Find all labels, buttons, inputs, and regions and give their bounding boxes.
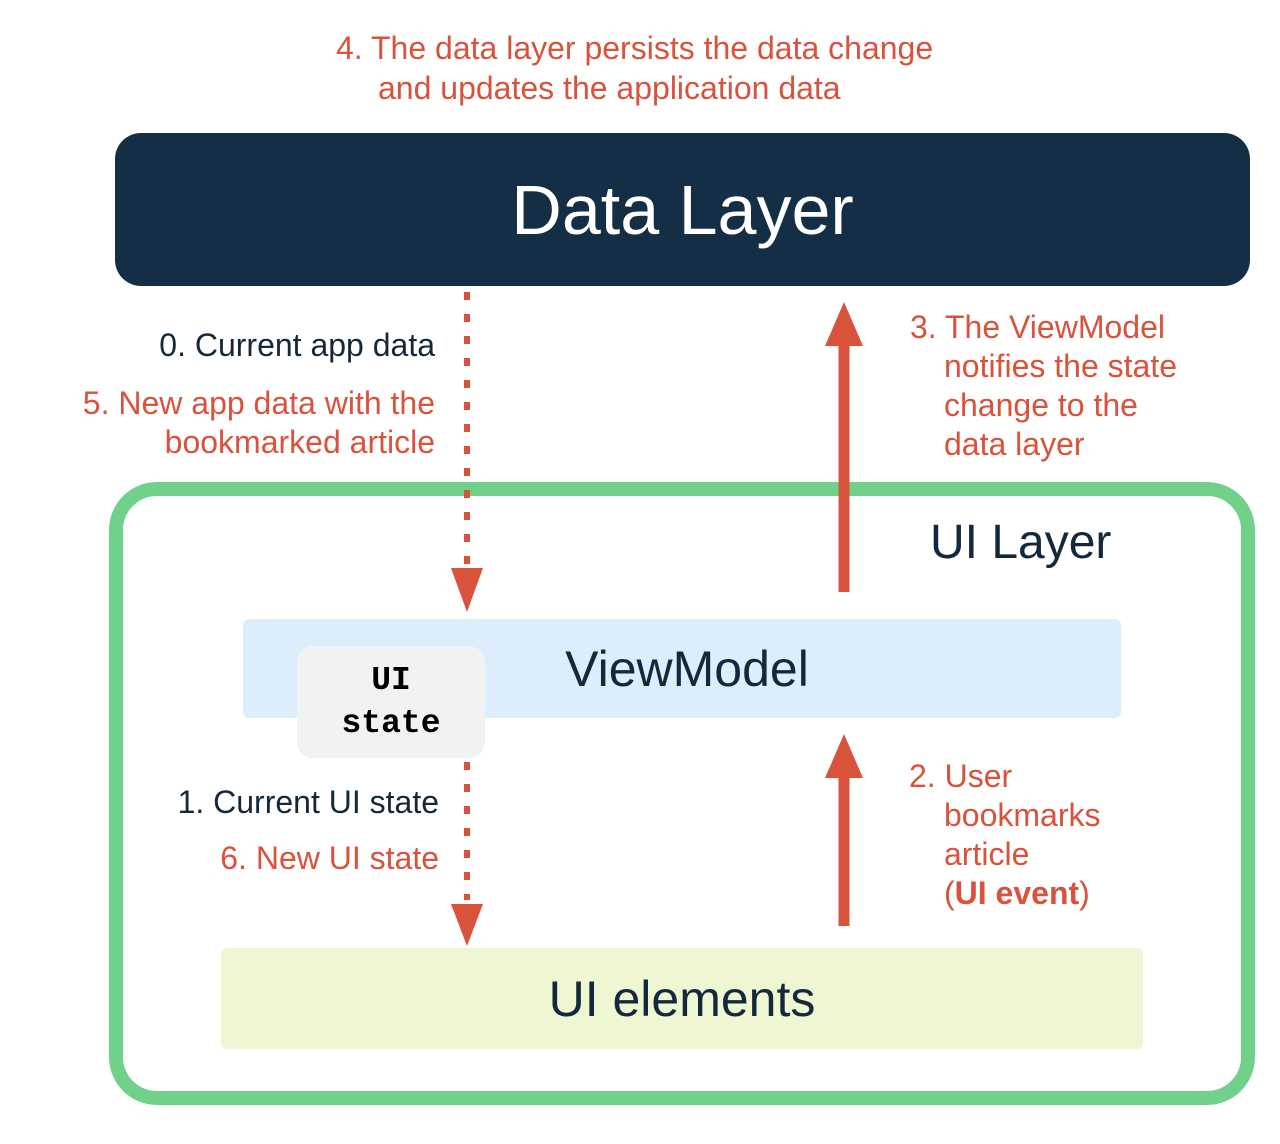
step2-line1: 2. User	[909, 758, 1013, 794]
step3-line2: notifies the state	[944, 348, 1178, 384]
data-layer-box: Data Layer	[115, 133, 1250, 286]
step2-paren-close: )	[1079, 875, 1090, 911]
data-to-viewmodel-arrowhead	[451, 568, 483, 612]
step3-line4: data layer	[944, 426, 1085, 462]
step5-line2: bookmarked article	[164, 424, 435, 460]
step2-ui-event: UI event	[954, 875, 1080, 911]
step0-label: 0. Current app data	[159, 327, 435, 363]
viewmodel-to-data-arrowhead	[825, 302, 863, 346]
ui-state-flow-labels: 1. Current UI state 6. New UI state	[178, 783, 439, 878]
step4-caption: 4. The data layer persists the data chan…	[336, 28, 933, 108]
viewmodel-label: ViewModel	[565, 640, 809, 697]
ui-elements-box: UI elements	[221, 948, 1143, 1049]
ui-to-viewmodel-arrowhead	[825, 734, 863, 778]
ui-state-box: UI state	[297, 646, 485, 758]
step2-line3: article	[944, 836, 1030, 872]
ui-elements-label: UI elements	[548, 970, 816, 1027]
step3-caption: 3. The ViewModel notifies the state chan…	[910, 308, 1177, 464]
ui-state-line2: state	[341, 705, 441, 742]
step2-paren-open: (	[944, 875, 955, 911]
ui-state-line1: UI	[371, 662, 411, 699]
step3-line1: 3. The ViewModel	[910, 309, 1165, 345]
step2-line2: bookmarks	[944, 797, 1101, 833]
viewmodel-to-ui-arrowhead	[451, 904, 483, 946]
step3-line3: change to the	[944, 387, 1138, 423]
step4-line2: and updates the application data	[378, 70, 841, 106]
data-flow-labels: 0. Current app data 5. New app data with…	[83, 326, 435, 462]
step5-line1: 5. New app data with the	[82, 385, 435, 421]
step1-label: 1. Current UI state	[177, 784, 439, 820]
step4-line1: 4. The data layer persists the data chan…	[336, 30, 934, 66]
step6-label: 6. New UI state	[220, 840, 439, 876]
step2-line4: (UI event)	[909, 874, 1101, 913]
step2-caption: 2. User bookmarks article (UI event)	[909, 757, 1101, 913]
ui-layer-label: UI Layer	[930, 516, 1112, 569]
data-layer-label: Data Layer	[511, 170, 854, 249]
